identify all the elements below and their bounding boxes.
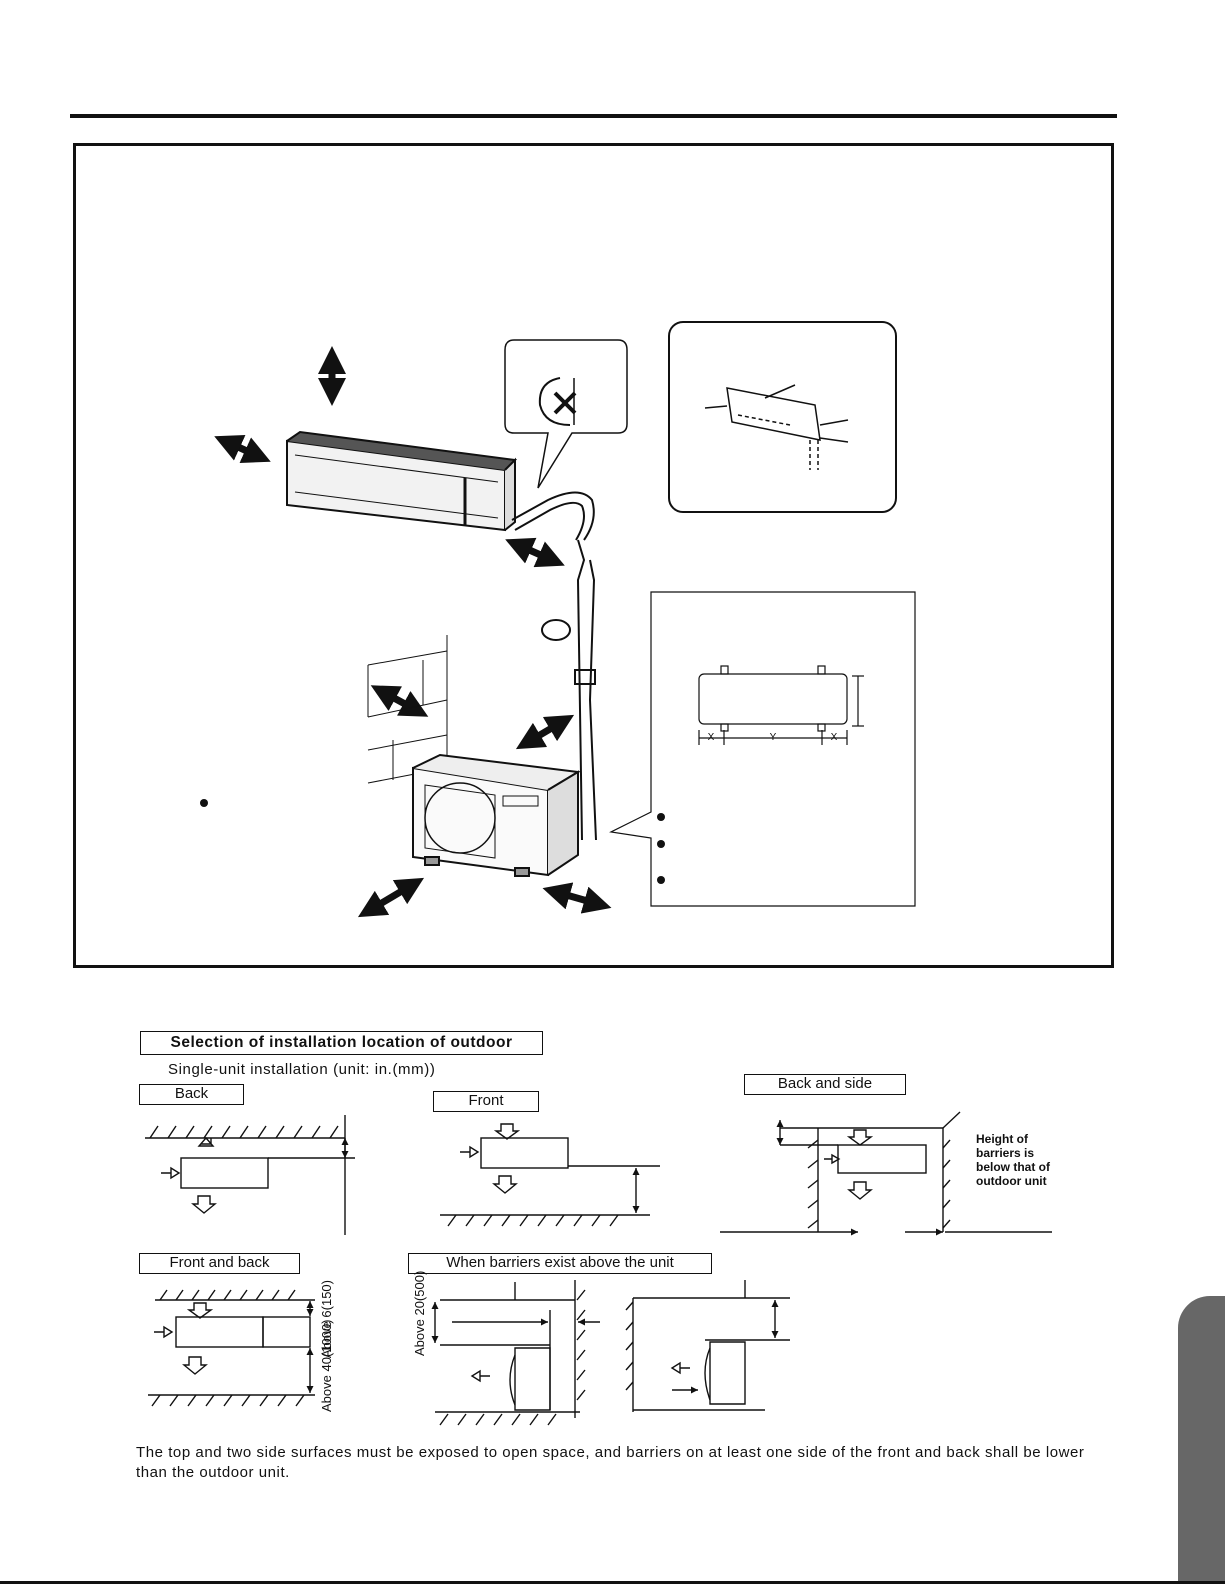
label-front: Front — [433, 1091, 539, 1112]
installation-unit-subtitle: Single-unit installation (unit: in.(mm)) — [168, 1061, 436, 1078]
section-title: Selection of installation location of ou… — [140, 1031, 543, 1055]
clearance-diagrams: Above 6(150) Above 40(1000) Above 20(500… — [145, 1111, 1052, 1426]
clearance-arrows — [214, 346, 612, 918]
dim-above-1000: Above 40(1000) — [319, 1319, 334, 1412]
header-rule — [70, 114, 1117, 118]
arrow-left — [214, 435, 271, 463]
dim-above-150: Above 6(150) — [319, 1280, 334, 1358]
side-tab — [1178, 1296, 1225, 1581]
dim-above-500: Above 20(500) — [412, 1271, 427, 1356]
arrow-wall — [370, 685, 429, 717]
arrow-right — [505, 537, 565, 568]
bullet-dot — [200, 799, 208, 807]
barrier-height-note: Height of barriers is below that of outd… — [976, 1132, 1050, 1188]
mounting-dimensions-callout: X Y X — [609, 591, 916, 907]
diagram-back-and-side — [720, 1111, 1052, 1236]
dim-x-left: X — [708, 732, 715, 743]
installation-illustration: X Y X — [200, 321, 916, 918]
wall-drawing — [367, 635, 448, 784]
diagram-front-and-back — [148, 1289, 315, 1407]
refrigerant-pipe — [511, 491, 597, 841]
diagram-barrier-above-left — [431, 1280, 600, 1426]
arrow-side — [542, 882, 612, 914]
diagram-front — [440, 1123, 660, 1227]
dim-x-right: X — [831, 732, 838, 743]
arrow-pipe — [515, 714, 575, 750]
pipe-direction-callout — [668, 321, 897, 513]
label-barriers-above: When barriers exist above the unit — [408, 1253, 712, 1274]
footer-rule — [0, 1581, 1225, 1584]
label-back-and-side: Back and side — [744, 1074, 906, 1095]
indoor-unit-drawing — [286, 430, 518, 532]
outdoor-unit-drawing — [412, 753, 582, 877]
diagram-back — [145, 1115, 355, 1235]
label-front-and-back: Front and back — [139, 1253, 300, 1274]
arrow-front — [357, 877, 425, 918]
label-back: Back — [139, 1084, 244, 1105]
installation-illustration-frame — [73, 143, 1114, 968]
diagram-barrier-above-right — [625, 1280, 790, 1412]
footer-note: The top and two side surfaces must be ex… — [136, 1444, 1085, 1481]
dim-y: Y — [770, 732, 777, 743]
wall-hole-callout — [504, 339, 628, 489]
